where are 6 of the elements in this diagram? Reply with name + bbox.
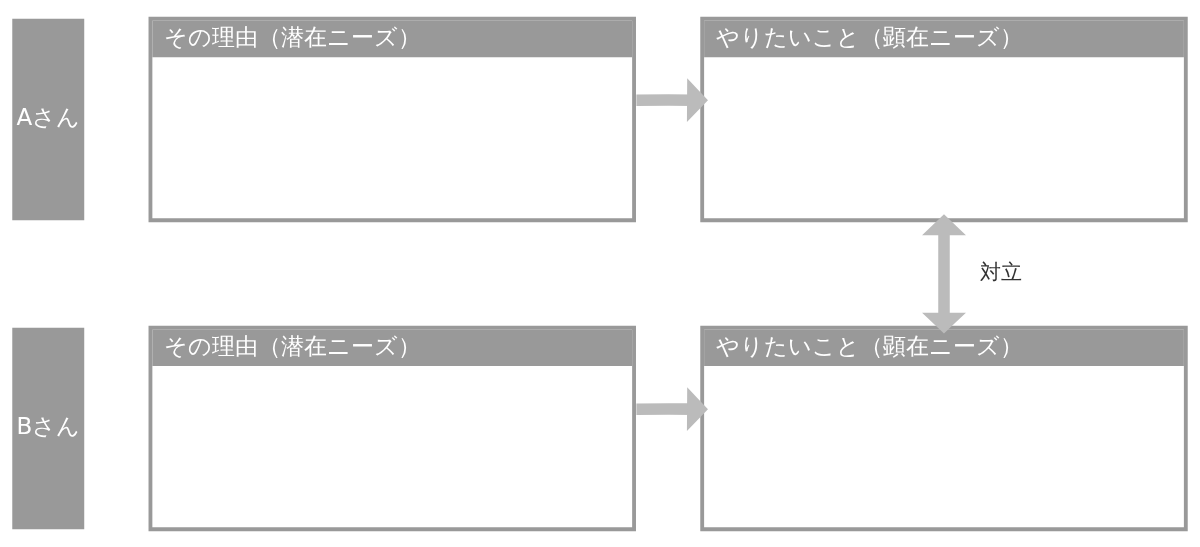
node-box: Bさん [12, 327, 85, 529]
arrow [636, 77, 708, 122]
edge-label: 対立 [980, 258, 1023, 284]
arrow [636, 386, 708, 431]
node-box: Aさん [12, 18, 85, 220]
arrow [922, 213, 966, 334]
